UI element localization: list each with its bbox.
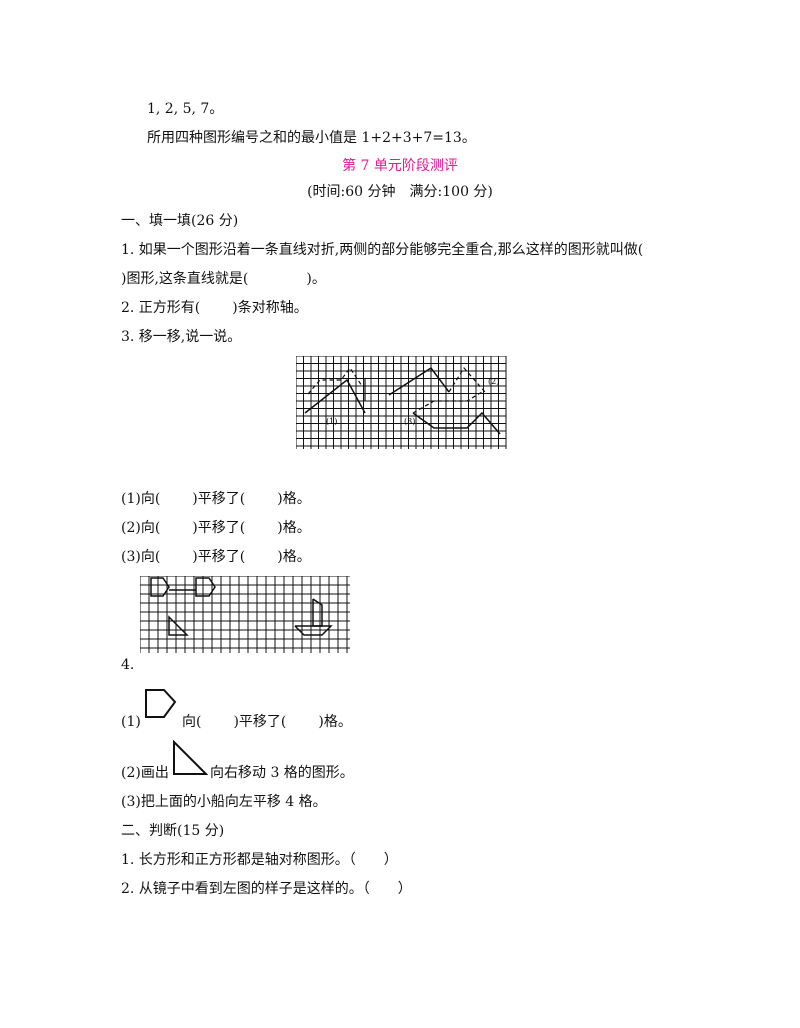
item-text-b: )平移了( (192, 491, 246, 507)
section2-heading: 二、判断(15 分) (121, 823, 225, 839)
intro-line-2: 所用四种图形编号之和的最小值是 1+2+3+7=13。 (147, 130, 476, 146)
grid-lines (140, 576, 350, 653)
item-text-c: )格。 (277, 520, 311, 536)
item-text-c: )格。 (277, 491, 311, 507)
pentagon-shape (150, 577, 170, 597)
question-3-title: 3. 移一移,说一说。 (121, 329, 242, 345)
question-4-item-1: (1) (121, 713, 141, 731)
pentagon-shape-moved (195, 577, 216, 597)
item-text-d: )格。 (318, 714, 352, 730)
section1-heading: 一、填一填(26 分) (121, 213, 239, 229)
question-4-item-1-rest: 向( )平移了( )格。 (182, 713, 352, 731)
shape-3 (412, 411, 501, 435)
question-2: 2. 正方形有( )条对称轴。 (121, 299, 308, 317)
question-3-item-3: (3)向( )平移了( )格。 (121, 548, 311, 566)
translation-grid-figure: (1) (2) (3) (296, 356, 507, 449)
question-2-text-a: 2. 正方形有( (121, 300, 201, 316)
question-3-item-1: (1)向( )平移了( )格。 (121, 490, 311, 508)
question-4-number: 4. (121, 657, 135, 673)
item-text-a: (3)向( (121, 549, 161, 565)
question-4-item-2: (2)画出 (121, 764, 169, 782)
item-text-b: )平移了( (192, 520, 246, 536)
item-text-c: )格。 (277, 549, 311, 565)
question-2-text-b: )条对称轴。 (232, 300, 308, 316)
question-1-line-2: )图形,这条直线就是( )。 (121, 270, 326, 288)
item-text-c: )平移了( (233, 714, 287, 730)
item-text-b: 向( (182, 714, 202, 730)
question-1-line-1: 1. 如果一个图形沿着一条直线对折,两侧的部分能够完全重合,那么这样的图形就叫做… (121, 242, 644, 258)
figure-label-1: (1) (326, 417, 337, 426)
triangle-shape (168, 615, 189, 636)
question-1-text-a: )图形,这条直线就是( (121, 271, 249, 287)
triangle-shape-2 (388, 366, 450, 396)
intro-line-1: 1, 2, 5, 7。 (147, 101, 224, 117)
page-subtitle: (时间:60 分钟 满分:100 分) (307, 184, 493, 200)
grid-lines (296, 356, 507, 449)
judge-question-1: 1. 长方形和正方形都是轴对称图形。（ ） (121, 852, 398, 868)
dashed-shape-3 (412, 391, 483, 414)
item-text-a: (2)向( (121, 520, 161, 536)
boat-hull (294, 625, 333, 636)
figure-label-2: (2) (488, 377, 499, 386)
question-3-item-2: (2)向( )平移了( )格。 (121, 519, 311, 537)
question-4-item-2-rest: 向右移动 3 格的图形。 (210, 765, 354, 781)
triangle-shape-1 (304, 378, 366, 414)
judge-question-2: 2. 从镜子中看到左图的样子是这样的。（ ） (121, 881, 412, 897)
item-text-a: (1) (121, 714, 141, 730)
triangle-icon (173, 740, 208, 775)
boat-grid-figure (140, 576, 350, 653)
item-text-a: (2)画出 (121, 765, 169, 781)
pentagon-icon (145, 689, 177, 718)
item-text-a: (1)向( (121, 491, 161, 507)
question-4-item-3: (3)把上面的小船向左平移 4 格。 (121, 794, 327, 810)
dashed-shape-2 (448, 366, 486, 393)
figure-label-3: (3) (404, 417, 415, 426)
item-text-b: )平移了( (192, 549, 246, 565)
question-1-text-b: )。 (306, 271, 326, 287)
page-title: 第 7 单元阶段测评 (342, 158, 458, 174)
